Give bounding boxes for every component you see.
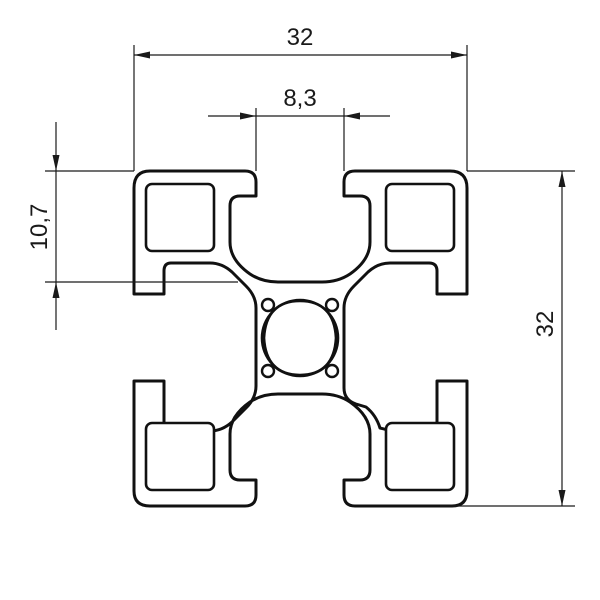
dimension-slot-depth: 10,7 bbox=[26, 122, 238, 330]
profile-cross-section bbox=[132, 169, 469, 508]
cavity-bottom-left bbox=[144, 421, 216, 492]
slot-depth-label: 10,7 bbox=[26, 204, 53, 251]
dimension-slot-width: 8,3 bbox=[208, 85, 390, 171]
dimension-overall-height: 32 bbox=[440, 170, 575, 507]
cavity-bottom-right bbox=[384, 421, 456, 492]
slot-width-label: 8,3 bbox=[283, 85, 316, 112]
overall-width-label: 32 bbox=[287, 24, 314, 51]
cavity-top-right bbox=[384, 182, 456, 253]
center-bore bbox=[260, 297, 340, 379]
overall-height-label: 32 bbox=[532, 311, 559, 338]
cavity-top-left bbox=[144, 182, 216, 253]
dimension-overall-width: 32 bbox=[133, 24, 468, 171]
